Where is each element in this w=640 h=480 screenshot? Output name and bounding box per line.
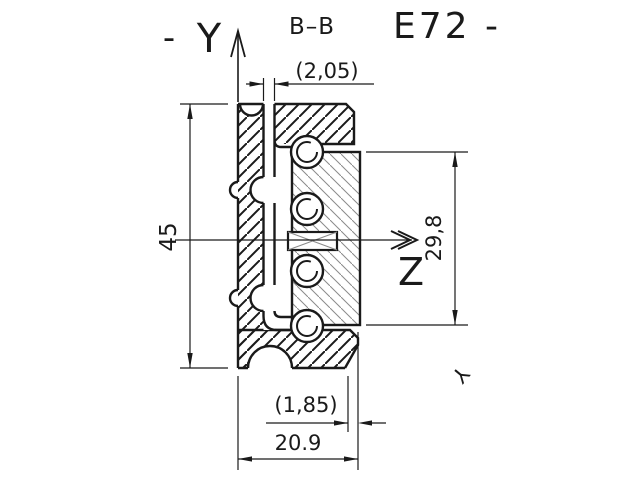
- dim-20-9-text: 20.9: [275, 431, 322, 455]
- edge-bump-lower: [228, 288, 239, 308]
- corner-axis-marker: Y: [447, 361, 474, 387]
- race-bump-upper: [249, 175, 264, 205]
- dimension-lip-thickness: (1,85): [266, 332, 386, 470]
- top-scallop: [238, 103, 265, 117]
- ball-4: [289, 308, 325, 344]
- z-axis: Z: [175, 230, 424, 294]
- inner-rail-section: [286, 150, 362, 327]
- section-label: B–B: [289, 14, 335, 40]
- drawing-title: E72 -: [393, 6, 501, 47]
- dim-45-text: 45: [156, 222, 182, 251]
- dim-2-05-text: (2,05): [295, 59, 358, 83]
- ball-1: [289, 134, 325, 170]
- race-bump-lower: [249, 283, 264, 313]
- ball-2: [289, 191, 325, 227]
- y-axis-minus-label: -: [163, 18, 175, 58]
- edge-bump-upper: [228, 180, 239, 200]
- ball-bearings: [289, 134, 325, 344]
- dimension-overall-width: 20.9: [237, 376, 358, 470]
- outer-rail-section: [228, 102, 360, 370]
- ball-3: [289, 253, 325, 289]
- z-axis-label: Z: [398, 250, 424, 294]
- dimension-inner-height: 29,8: [366, 151, 468, 326]
- y-axis: - Y: [163, 16, 246, 102]
- dimension-overall-height: 45: [156, 103, 228, 369]
- dim-1-85-text: (1,85): [274, 393, 337, 417]
- z-axis-arrow-icon: [390, 230, 420, 250]
- dimension-web-thickness: (2,05): [246, 59, 374, 101]
- y-axis-label: Y: [196, 16, 222, 62]
- bottom-scallop: [246, 344, 294, 369]
- y-axis-arrow-icon: [230, 27, 246, 58]
- intermediate-rail-web: [262, 104, 291, 332]
- dim-29-8-text: 29,8: [422, 215, 446, 262]
